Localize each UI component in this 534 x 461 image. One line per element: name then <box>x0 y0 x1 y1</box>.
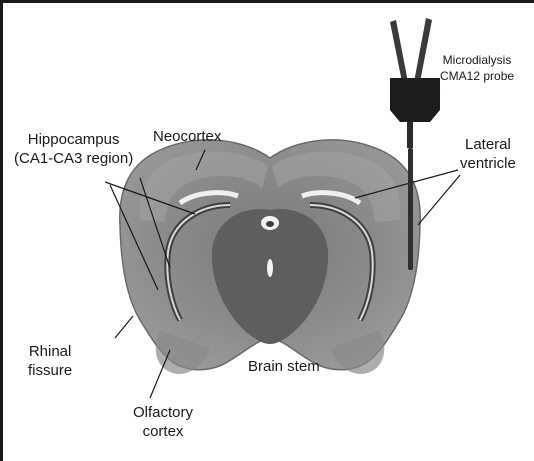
lateral-ventricle-label: Lateral ventricle <box>460 135 516 173</box>
rhinal-fissure-label: Rhinal fissure <box>28 342 72 380</box>
aqueduct <box>267 259 273 277</box>
probe-label: Microdialysis CMA12 probe <box>440 52 514 84</box>
olfactory-cortex-label: Olfactory cortex <box>133 403 193 441</box>
neocortex-label: Neocortex <box>153 127 221 146</box>
pointer-ventricle-2 <box>418 175 460 225</box>
pointer-rhinal <box>115 316 133 338</box>
hippocampus-label: Hippocampus (CA1-CA3 region) <box>14 130 133 168</box>
brain-stem-label: Brain stem <box>248 357 320 376</box>
